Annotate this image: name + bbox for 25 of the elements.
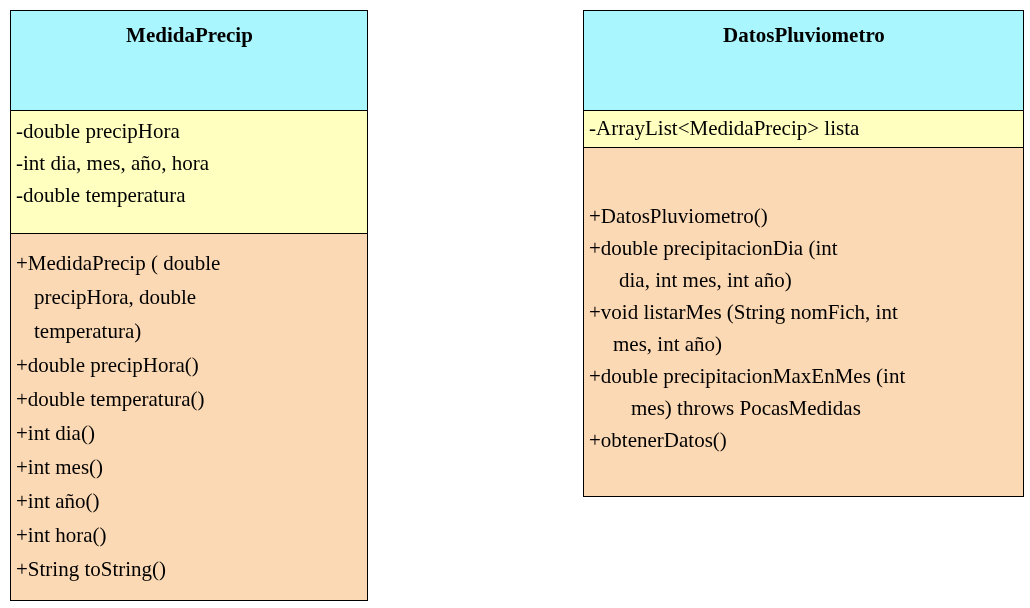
attributes-compartment <box>10 110 368 234</box>
method-text: +int dia() <box>16 420 96 447</box>
methods-compartment <box>10 233 368 601</box>
method-text: +double precipitacionDia (int dia, int mes, int año) <box>589 235 839 294</box>
attribute-text: -double precipHora <box>16 118 181 145</box>
method-text: +int hora() <box>16 522 108 549</box>
method-text: +double temperatura() <box>16 386 206 413</box>
method-text: +String toString() <box>16 556 168 583</box>
methods-compartment <box>583 147 1024 497</box>
method-text: +MedidaPrecip ( double precipHora, double temperatura) <box>16 250 222 345</box>
class-name: DatosPluviometro <box>722 22 886 49</box>
method-text: +double precipitacionMaxEnMes (int mes) throws PocasMedidas <box>589 363 907 422</box>
method-text: +double precipHora() <box>16 352 200 379</box>
attribute-text: -int dia, mes, año, hora <box>16 150 211 177</box>
attribute-text: -ArrayList<MedidaPrecip> lista <box>589 115 861 142</box>
method-text: +obtenerDatos() <box>589 427 728 454</box>
class-name: MedidaPrecip <box>125 22 254 49</box>
attribute-text: -double temperatura <box>16 182 187 209</box>
class-name-compartment <box>10 10 368 111</box>
method-text: +DatosPluviometro() <box>589 203 769 230</box>
method-text: +void listarMes (String nomFich, int mes, int año) <box>589 299 899 358</box>
class-name-compartment <box>583 10 1024 111</box>
method-text: +int año() <box>16 488 101 515</box>
method-text: +int mes() <box>16 454 105 481</box>
attributes-compartment <box>583 110 1024 148</box>
